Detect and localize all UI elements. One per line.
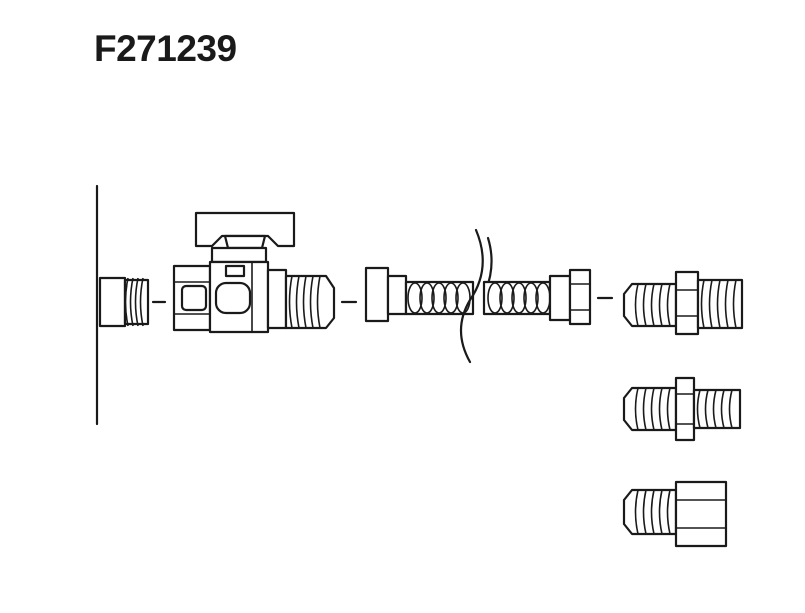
- part-number-title: F271239: [94, 28, 237, 69]
- valve-handle: [194, 211, 296, 248]
- wall-stub-out: [98, 276, 150, 328]
- flare-to-mip-adapter-alt: [622, 376, 742, 442]
- flare-to-mip-adapter: [622, 270, 744, 336]
- flexible-gas-connector: [364, 228, 592, 364]
- flare-to-fip-adapter: [622, 480, 728, 548]
- gas-ball-valve: [172, 211, 336, 334]
- break-line: [460, 228, 484, 364]
